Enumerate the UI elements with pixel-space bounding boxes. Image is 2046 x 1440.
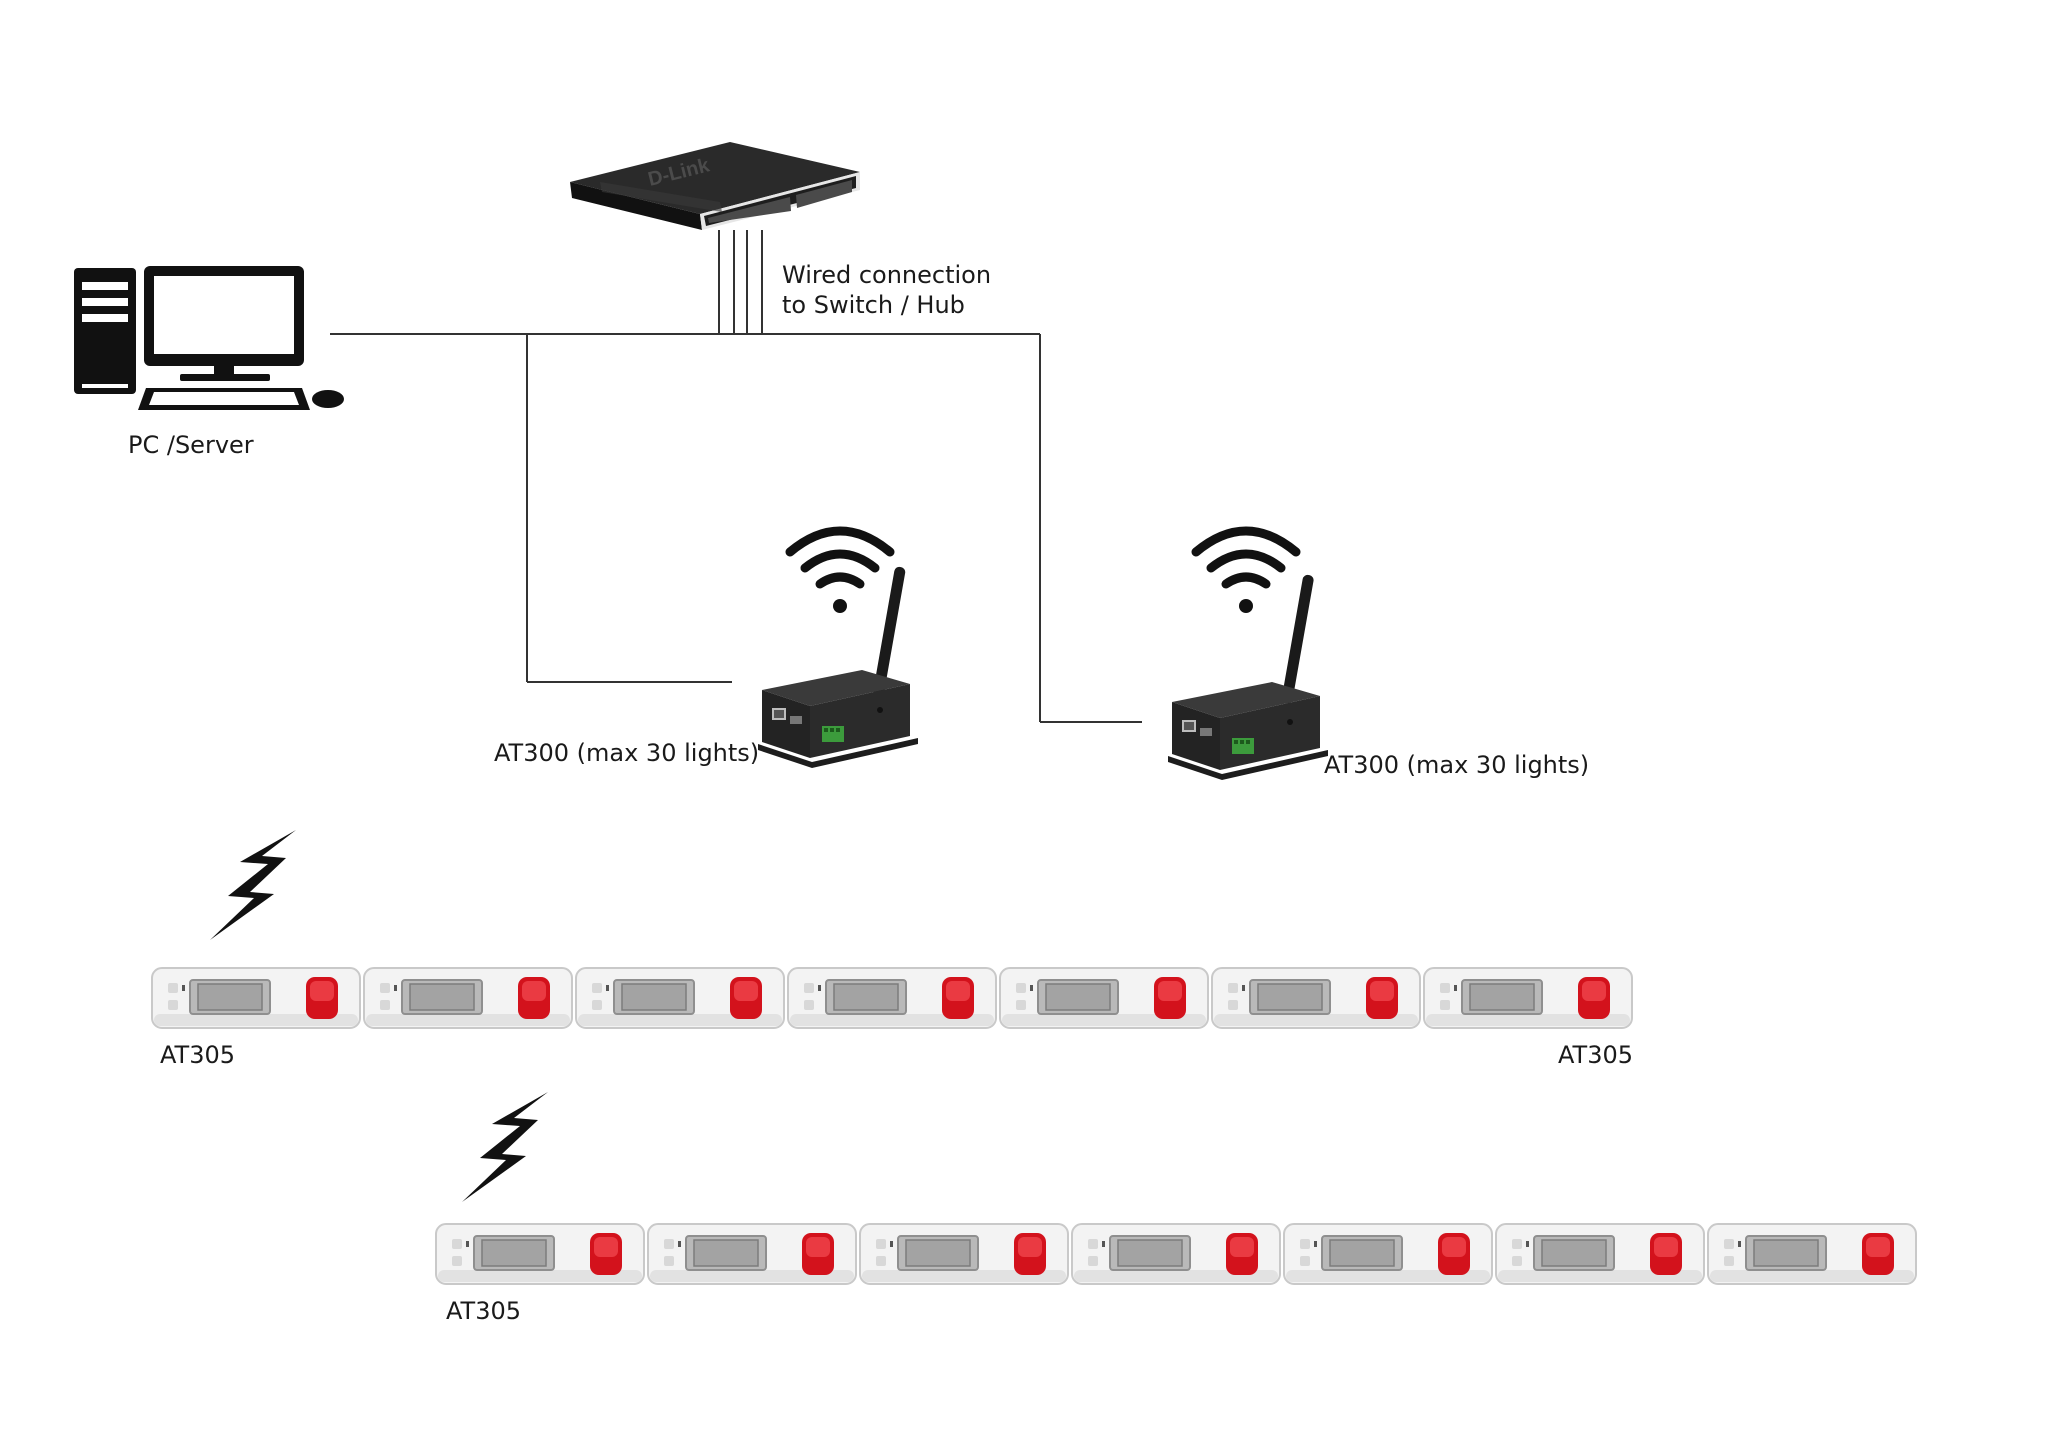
at305-light [1071, 1223, 1281, 1285]
wifi-icon [1191, 526, 1301, 589]
gateway-at300-2 [1168, 574, 1328, 780]
at305-light [363, 967, 573, 1029]
light-row-2-start-label: AT305 [446, 1297, 522, 1325]
at305-light [787, 967, 997, 1029]
at305-light [1495, 1223, 1705, 1285]
at305-light [151, 967, 361, 1029]
at305-light [859, 1223, 1069, 1285]
at305-light [999, 967, 1209, 1029]
wifi-icon [785, 526, 895, 589]
at305-light [1423, 967, 1633, 1029]
at305-light [647, 1223, 857, 1285]
light-row-1-end-label: AT305 [1558, 1041, 1634, 1069]
wireless-bolt-icon [210, 830, 296, 940]
wireless-bolt-icon [462, 1092, 548, 1202]
at305-light [1707, 1223, 1917, 1285]
pc-server-label: PC /Server [128, 431, 254, 459]
at305-light [1283, 1223, 1493, 1285]
gateway-1-label: AT300 (max 30 lights) [494, 739, 760, 767]
at305-light [435, 1223, 645, 1285]
switch-hub-icon: D-Link [570, 142, 860, 230]
wired-connection-line1: Wired connection [782, 261, 992, 289]
gateway-at300-1 [758, 566, 918, 768]
at305-light [575, 967, 785, 1029]
light-row-2 [435, 1223, 1917, 1285]
light-row-1 [151, 967, 1633, 1029]
pc-server-icon [74, 266, 344, 410]
at305-light [1211, 967, 1421, 1029]
gateway-2-label: AT300 (max 30 lights) [1324, 751, 1590, 779]
light-row-1-start-label: AT305 [160, 1041, 236, 1069]
wired-connection-line2: to Switch / Hub [782, 291, 965, 319]
wiring [330, 230, 1142, 723]
wired-connection-label: Wired connection to Switch / Hub [782, 260, 991, 320]
